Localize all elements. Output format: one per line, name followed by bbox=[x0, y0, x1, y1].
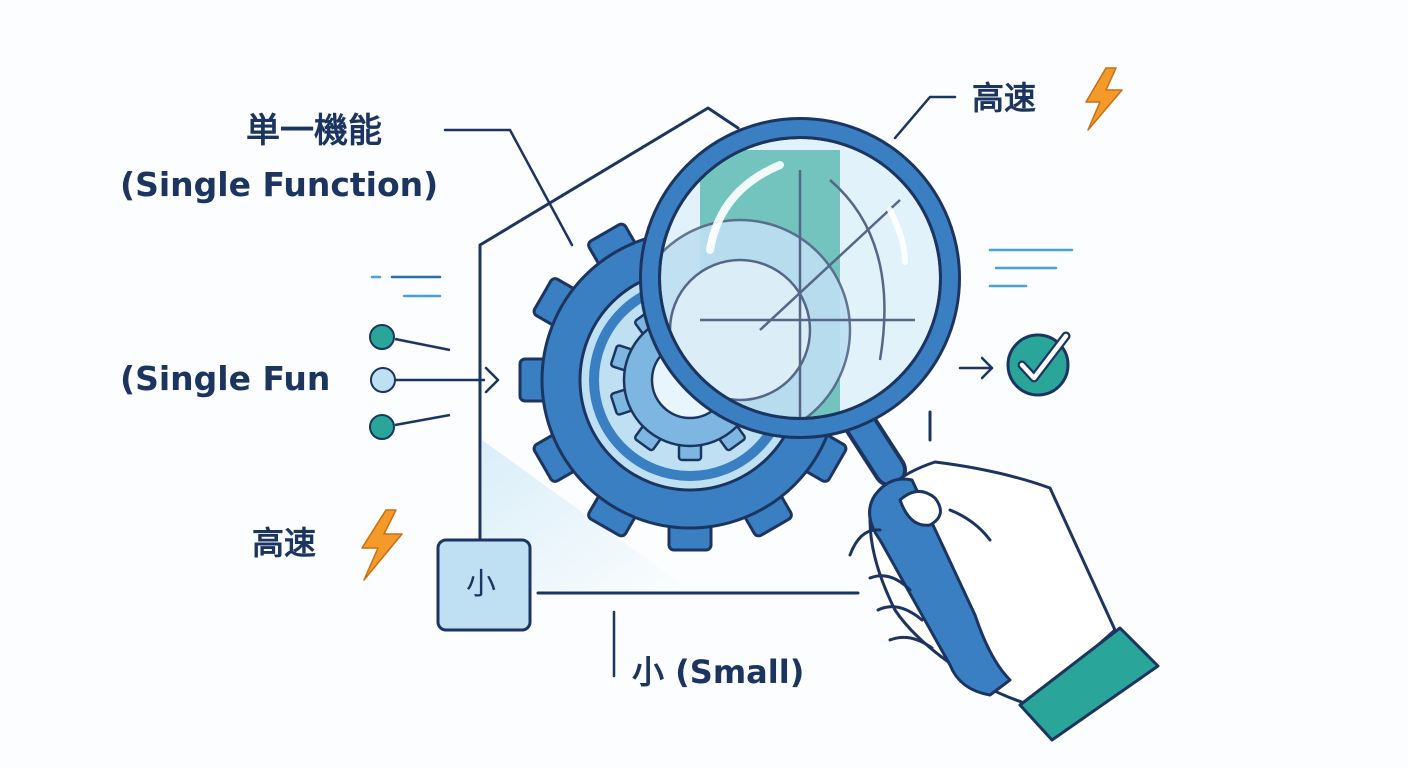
speed-lines-right bbox=[988, 248, 1074, 288]
fast-connector bbox=[893, 95, 957, 140]
label-fast-top: 高速 bbox=[972, 79, 1037, 117]
label-fast-left: 高速 bbox=[252, 524, 317, 562]
magnifier-icon bbox=[639, 117, 961, 487]
label-small-caption: 小 (Small) bbox=[632, 653, 805, 691]
house-frame-outline bbox=[478, 106, 932, 595]
speed-lines-left bbox=[370, 275, 442, 298]
small-box bbox=[436, 538, 532, 632]
frame-shading bbox=[482, 440, 690, 590]
hand-icon bbox=[848, 460, 1160, 742]
lightning-icon bbox=[1085, 67, 1123, 131]
lightning-icon bbox=[361, 509, 403, 581]
label-single-function-jp: 単一機能 bbox=[246, 111, 382, 151]
label-single-fun-truncated: (Single Fun bbox=[120, 359, 331, 398]
single-function-connector bbox=[443, 128, 574, 247]
check-circle-icon bbox=[1006, 331, 1071, 397]
arrow-right-icon bbox=[958, 356, 994, 380]
label-small-box: 小 bbox=[466, 567, 496, 602]
input-nodes bbox=[369, 324, 500, 440]
label-single-function-en: (Single Function) bbox=[120, 165, 439, 204]
